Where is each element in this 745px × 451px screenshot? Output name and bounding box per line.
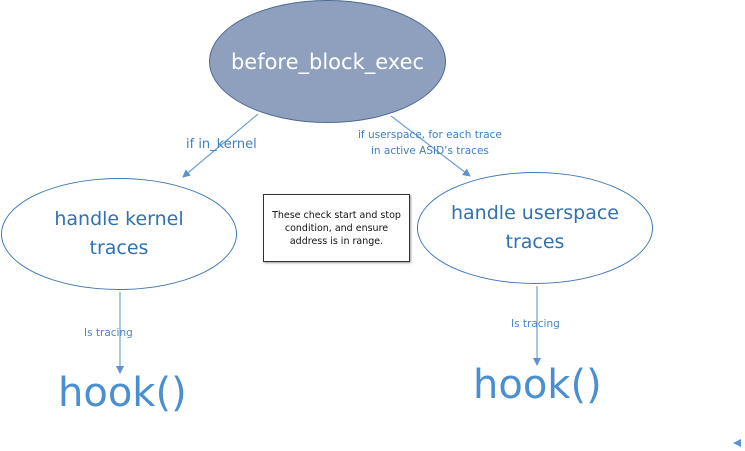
note-text: These check start and stop condition, an… <box>272 209 401 248</box>
node-before-block-exec: before_block_exec <box>209 0 446 123</box>
edge-root-to-kernel <box>182 113 259 178</box>
node-userspace-label-line2: traces <box>505 231 565 253</box>
node-handle-userspace-traces: handle userspace traces <box>417 172 653 284</box>
node-kernel-label-line1: handle kernel <box>54 208 184 230</box>
node-handle-kernel-traces: handle kernel traces <box>1 178 237 290</box>
note-box: These check start and stop condition, an… <box>263 194 410 262</box>
corner-arrow-icon <box>733 439 741 447</box>
edge-label-if-in-kernel: if in_kernel <box>186 137 257 152</box>
node-kernel-text: handle kernel traces <box>54 205 183 263</box>
edge-label-if-userspace-line1: if userspace, for each trace <box>358 129 502 141</box>
node-userspace-label-line1: handle userspace <box>451 202 619 224</box>
edge-label-if-userspace: if userspace, for each trace in active A… <box>358 127 502 159</box>
edge-label-if-userspace-line2: in active ASID’s traces <box>370 145 489 157</box>
note-line2: condition, and ensure <box>284 222 389 234</box>
edge-label-kernel-is-tracing: Is tracing <box>84 327 133 339</box>
note-line1: These check start and stop <box>272 209 401 221</box>
edge-root-to-userspace <box>390 115 471 177</box>
node-kernel-label-line2: traces <box>89 237 149 259</box>
node-before-block-exec-label: before_block_exec <box>230 49 425 74</box>
note-line3: address is in range. <box>289 235 384 247</box>
edge-label-userspace-is-tracing: Is tracing <box>511 318 560 330</box>
node-userspace-text: handle userspace traces <box>451 199 619 257</box>
hook-call-kernel: hook() <box>58 370 187 416</box>
hook-call-userspace: hook() <box>473 362 602 408</box>
